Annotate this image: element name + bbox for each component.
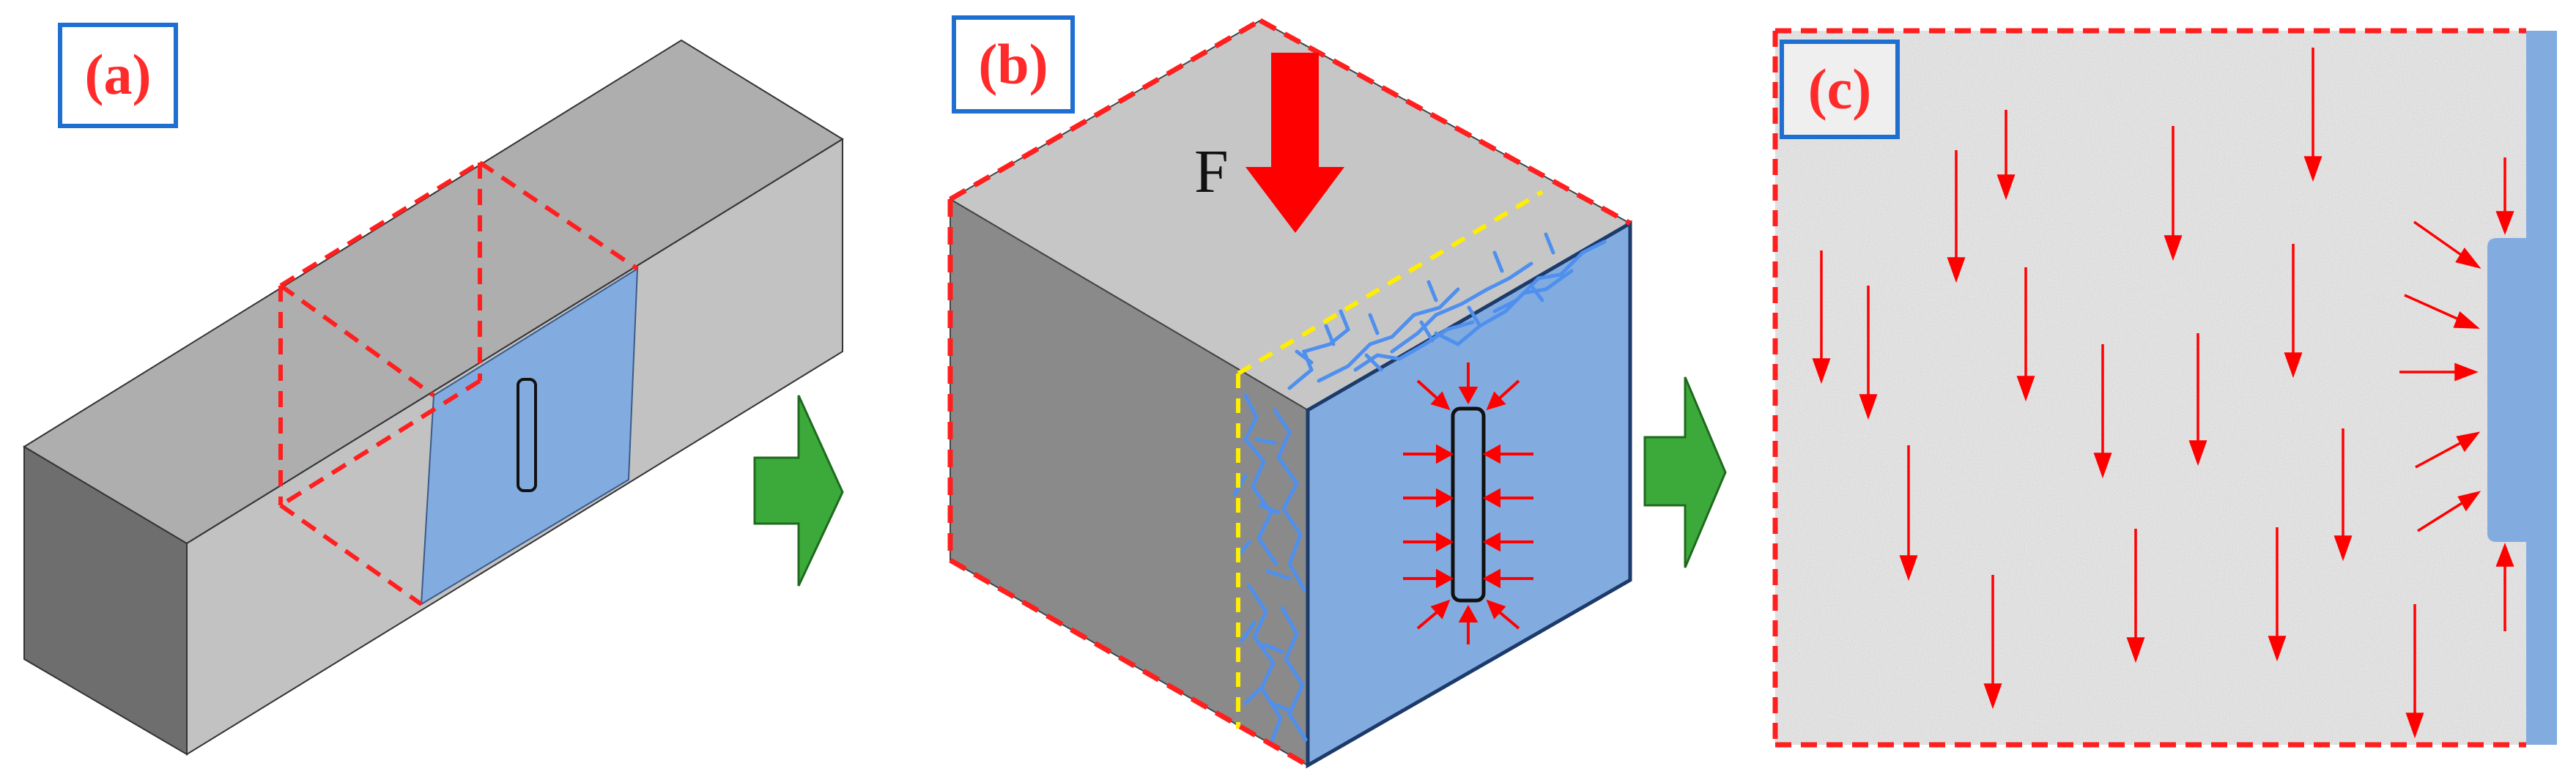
panel-a: (a) [23, 23, 844, 756]
extracted-block-outline [278, 160, 639, 606]
concrete-matrix [1775, 31, 2526, 745]
crack-pattern-top [1287, 232, 1607, 390]
panel-b: F (b) [947, 15, 1632, 769]
damage-zone-boundary [1236, 190, 1544, 729]
stress-arrows [1812, 48, 2514, 739]
svg-text:(a): (a) [85, 42, 152, 106]
svg-text:(c): (c) [1808, 57, 1872, 121]
panel-c: (c) [1772, 28, 2557, 748]
flow-arrow-icon [753, 395, 844, 587]
zone-outline [1772, 28, 2526, 748]
specimen-outline [947, 18, 1632, 768]
load-arrow-icon [1246, 53, 1344, 233]
slot-boundary [2487, 31, 2557, 745]
panel-a-label: (a) [58, 23, 178, 128]
force-label: F [1194, 138, 1229, 206]
convergence-arrows [2399, 220, 2514, 631]
slot-opening [1451, 406, 1486, 603]
flow-arrow-icon [1643, 376, 1727, 568]
panel-b-label: (b) [952, 15, 1075, 114]
svg-text:(b): (b) [978, 32, 1048, 96]
slot-opening [517, 378, 537, 492]
panel-c-label: (c) [1780, 40, 1900, 139]
slot-pressure-arrows [1403, 363, 1533, 644]
